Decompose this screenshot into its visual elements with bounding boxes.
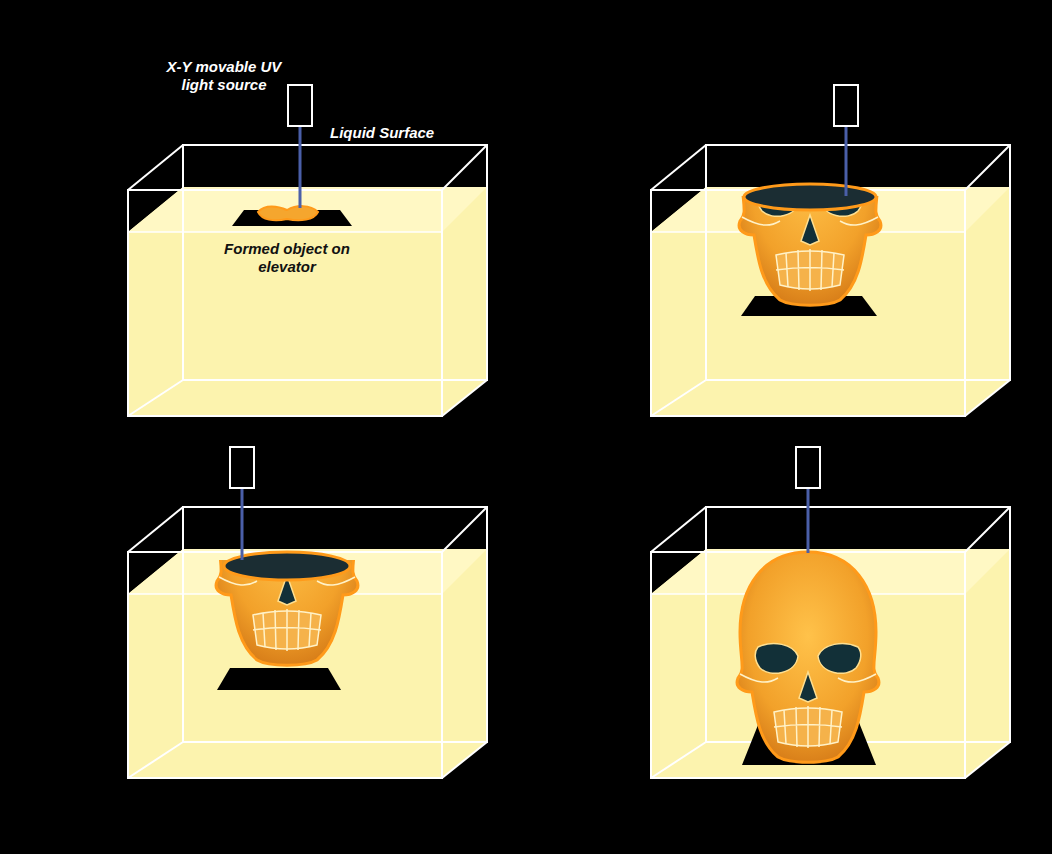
annotation-label: Liquid Surface <box>330 124 470 142</box>
uv-source <box>230 447 254 560</box>
uv-source <box>834 85 858 196</box>
uv-source <box>796 447 820 553</box>
skull-complete <box>737 552 879 762</box>
uv-source <box>288 85 312 208</box>
resin-tank <box>128 145 487 416</box>
skull-partial <box>216 560 358 665</box>
formed-layer <box>258 206 318 220</box>
annotation-label: Formed object on elevator <box>222 240 352 276</box>
resin-tank <box>651 507 1010 778</box>
elevator-platform <box>217 668 341 690</box>
skull-partial <box>739 196 881 305</box>
cross-section <box>744 184 876 210</box>
annotation-label: X-Y movable UV light source <box>160 58 288 94</box>
